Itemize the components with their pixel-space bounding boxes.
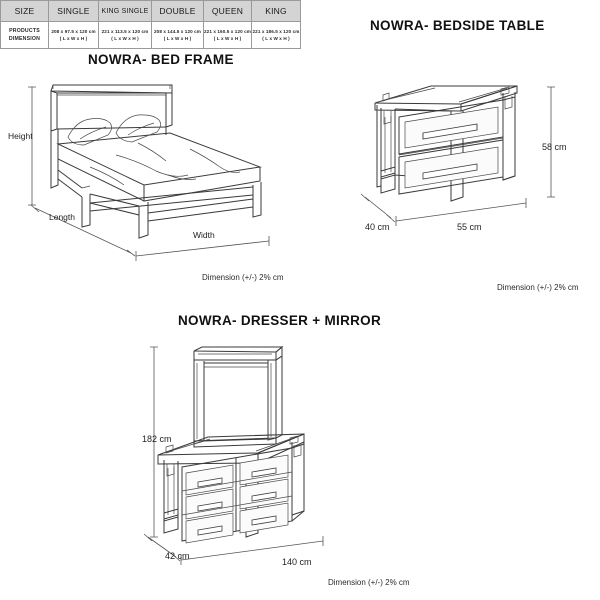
table-header-queen: QUEEN <box>203 0 252 22</box>
bed-frame-height-label: Height <box>8 131 33 141</box>
cell-single-dims: 208 x 97.5 x 120 cm <box>51 28 96 34</box>
cell-double-notation: ( L x W x H ) <box>163 36 192 41</box>
cell-king-single-dims: 221 x 113.5 x 120 cm <box>101 28 149 34</box>
bedside-table-width-label: 55 cm <box>457 222 482 232</box>
table-header-king: KING <box>251 0 301 22</box>
dresser-width-label: 140 cm <box>282 557 312 567</box>
dresser-mirror-title: NOWRA- DRESSER + MIRROR <box>178 313 382 328</box>
bed-frame-length-label: Length <box>49 212 75 222</box>
product-dimension-table: SIZE SINGLE KING SINGLE DOUBLE QUEEN KIN… <box>0 0 301 49</box>
table-header-single: SINGLE <box>48 0 99 22</box>
cell-single-notation: ( L x W x H ) <box>59 36 88 41</box>
dresser-mirror-drawing <box>140 345 400 575</box>
cell-queen: 221 x 160.5 x 120 cm ( L x W x H ) <box>203 21 252 49</box>
table-header-size: SIZE <box>0 0 49 22</box>
bedside-table-drawing <box>355 75 585 275</box>
bed-frame-drawing <box>20 75 290 261</box>
table-row: PRODUCTS DIMENSION 208 x 97.5 x 120 cm (… <box>0 21 301 49</box>
cell-double: 208 x 144.5 x 120 cm ( L x W x H ) <box>151 21 204 49</box>
bedside-table-depth-label: 40 cm <box>365 222 390 232</box>
row-label-line-2: DIMENSION <box>8 36 41 42</box>
table-header-row: SIZE SINGLE KING SINGLE DOUBLE QUEEN KIN… <box>0 0 301 22</box>
cell-king-single: 221 x 113.5 x 120 cm ( L x W x H ) <box>98 21 152 49</box>
row-label-line-1: PRODUCTS <box>9 27 40 34</box>
dresser-height-label: 182 cm <box>142 434 172 444</box>
bedside-table-height-label: 58 cm <box>542 142 567 152</box>
bed-frame-width-label: Width <box>193 230 215 240</box>
cell-double-dims: 208 x 144.5 x 120 cm <box>154 28 201 34</box>
cell-king: 221 x 186.5 x 120 cm ( L x W x H ) <box>251 21 301 49</box>
bedside-table-footnote: Dimension (+/-) 2% cm <box>497 283 579 292</box>
table-header-double: DOUBLE <box>151 0 204 22</box>
dresser-footnote: Dimension (+/-) 2% cm <box>328 578 410 587</box>
bed-frame-footnote: Dimension (+/-) 2% cm <box>202 273 284 282</box>
table-header-king-single: KING SINGLE <box>98 0 152 22</box>
cell-king-notation: ( L x W x H ) <box>262 36 290 41</box>
cell-queen-notation: ( L x W x H ) <box>213 36 242 41</box>
dresser-depth-label: 42 cm <box>165 551 190 561</box>
cell-single: 208 x 97.5 x 120 cm ( L x W x H ) <box>48 21 99 49</box>
cell-king-dims: 221 x 186.5 x 120 cm <box>252 28 300 34</box>
cell-queen-dims: 221 x 160.5 x 120 cm <box>204 28 251 34</box>
cell-king-single-notation: ( L x W x H ) <box>111 36 139 41</box>
row-label-products-dimension: PRODUCTS DIMENSION <box>0 21 49 49</box>
bed-frame-title: NOWRA- BED FRAME <box>88 52 234 67</box>
bedside-table-title: NOWRA- BEDSIDE TABLE <box>370 18 545 33</box>
